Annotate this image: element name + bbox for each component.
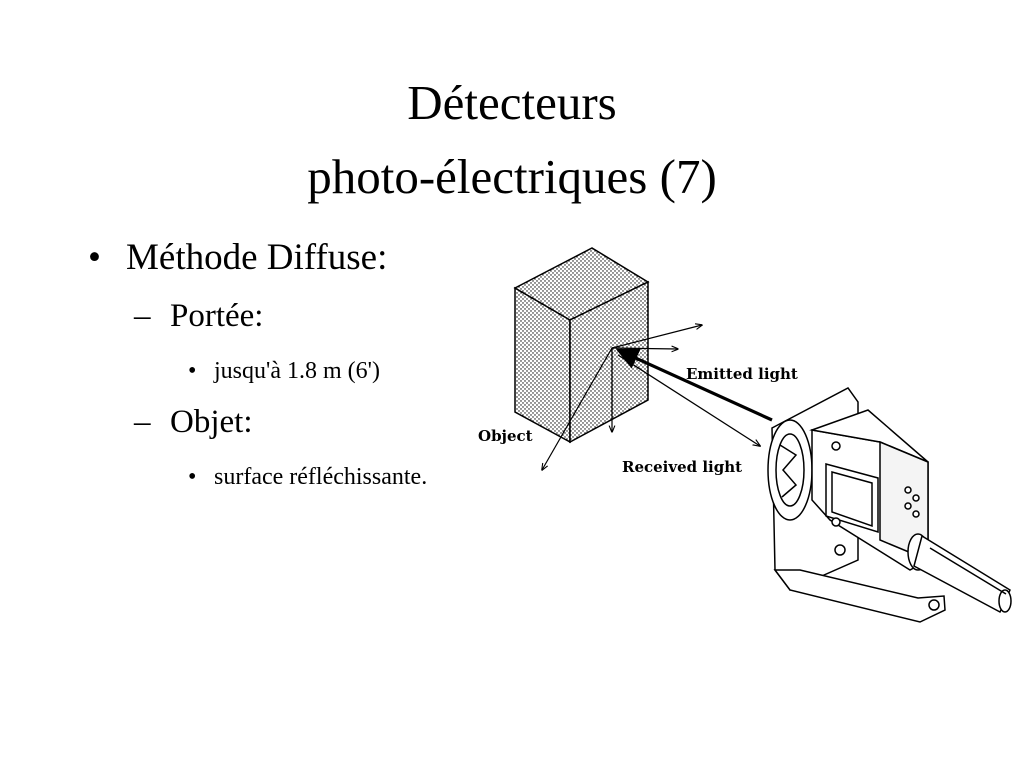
bullet-range-value: jusqu'à 1.8 m (6') xyxy=(214,358,380,384)
bullet-marker: • xyxy=(188,358,197,384)
received-light-label: Received light xyxy=(622,458,742,476)
object-label: Object xyxy=(478,427,533,445)
emitted-light-arrow xyxy=(615,348,773,422)
bullet-object-value: surface réfléchissante. xyxy=(214,464,428,490)
slide-title: Détecteurs photo-électriques (7) xyxy=(0,66,1024,214)
received-light-arrow xyxy=(617,354,760,446)
emitted-light-label: Emitted light xyxy=(686,365,798,383)
scatter-arrows xyxy=(542,325,702,470)
bullet-object-heading: Objet: xyxy=(170,404,253,440)
photoelectric-sensor xyxy=(767,387,1012,623)
sensor-diagram: Object Emitted light Received light xyxy=(470,240,1024,640)
dash-marker: – xyxy=(134,298,151,334)
bullet-range-heading: Portée: xyxy=(170,298,264,334)
title-line-2: photo-électriques (7) xyxy=(307,149,717,204)
bullet-marker: • xyxy=(88,237,101,278)
bullet-method: Méthode Diffuse: xyxy=(126,237,388,278)
object-block xyxy=(513,247,650,444)
bullet-marker: • xyxy=(188,464,197,490)
title-line-1: Détecteurs xyxy=(407,75,617,130)
dash-marker: – xyxy=(134,404,151,440)
